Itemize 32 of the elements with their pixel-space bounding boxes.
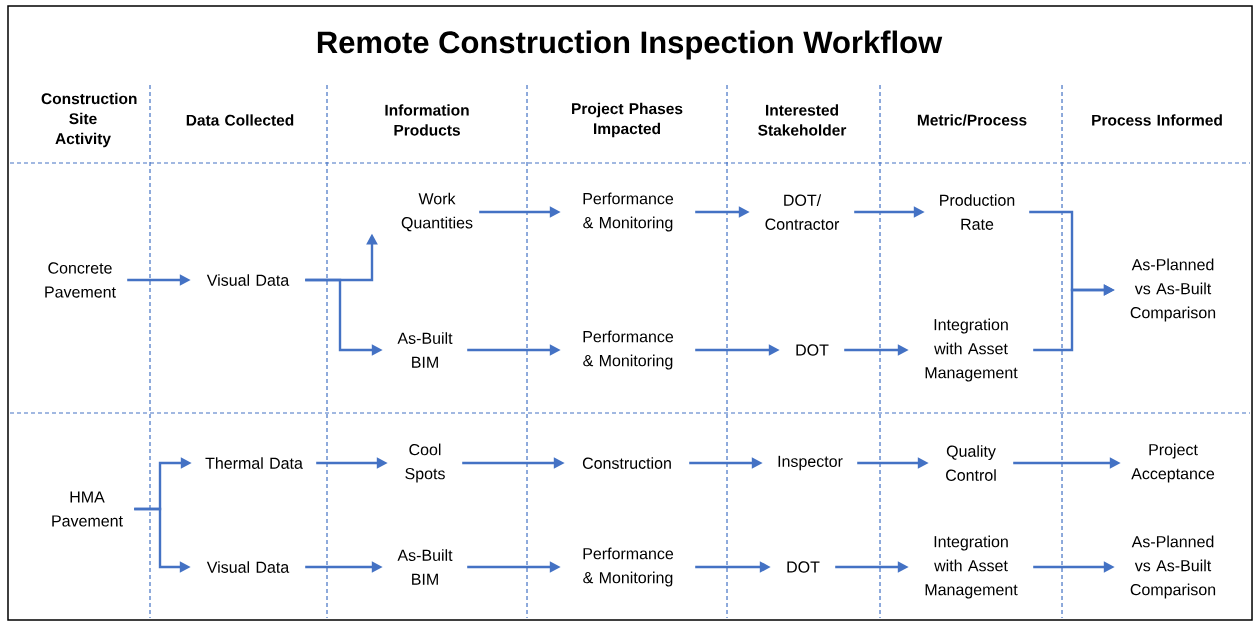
column-header: Data Collected: [186, 114, 294, 126]
column-header: Project Phases Impacted: [572, 102, 683, 138]
node-text: Production Rate: [940, 194, 1015, 230]
node-text: Integration with Asset Management: [925, 535, 1018, 599]
node-text: Concrete Pavement: [45, 262, 116, 298]
node-text: Visual Data: [206, 274, 290, 286]
column-header: Interested Stakeholder: [758, 104, 847, 136]
node-text: Thermal Data: [205, 457, 303, 469]
column-header: Process Informed: [1092, 114, 1222, 126]
column-header: Information Products: [385, 104, 469, 136]
node-text: DOT: [796, 344, 829, 356]
node-text: DOT/ Contractor: [765, 194, 840, 230]
node-text: As-Built BIM: [397, 549, 453, 585]
node-text: As-Built BIM: [397, 332, 453, 368]
column-header: Construction Site Activity: [41, 92, 137, 148]
node-text: Performance & Monitoring: [583, 192, 674, 232]
column-header: Metric/Process: [917, 114, 1027, 126]
node-text: Performance & Monitoring: [583, 330, 674, 370]
node-text: Project Acceptance: [1131, 443, 1215, 483]
node-text: Visual Data: [206, 561, 290, 573]
node-text: As-Planned vs As-Built Comparison: [1130, 535, 1216, 599]
node-text: As-Planned vs As-Built Comparison: [1130, 258, 1216, 322]
node-text: Quality Control: [946, 445, 996, 481]
node-text: Work Quantities: [401, 192, 473, 232]
title: Remote Construction Inspection Workflow: [317, 30, 943, 60]
node-text: HMA Pavement: [52, 491, 123, 527]
node-text: Inspector: [778, 455, 843, 471]
node-text: Performance & Monitoring: [583, 547, 674, 587]
node-text: Construction: [582, 457, 671, 469]
node-text: DOT: [787, 561, 820, 573]
node-text: Integration with Asset Management: [925, 318, 1018, 382]
node-text: Cool Spots: [405, 443, 445, 483]
